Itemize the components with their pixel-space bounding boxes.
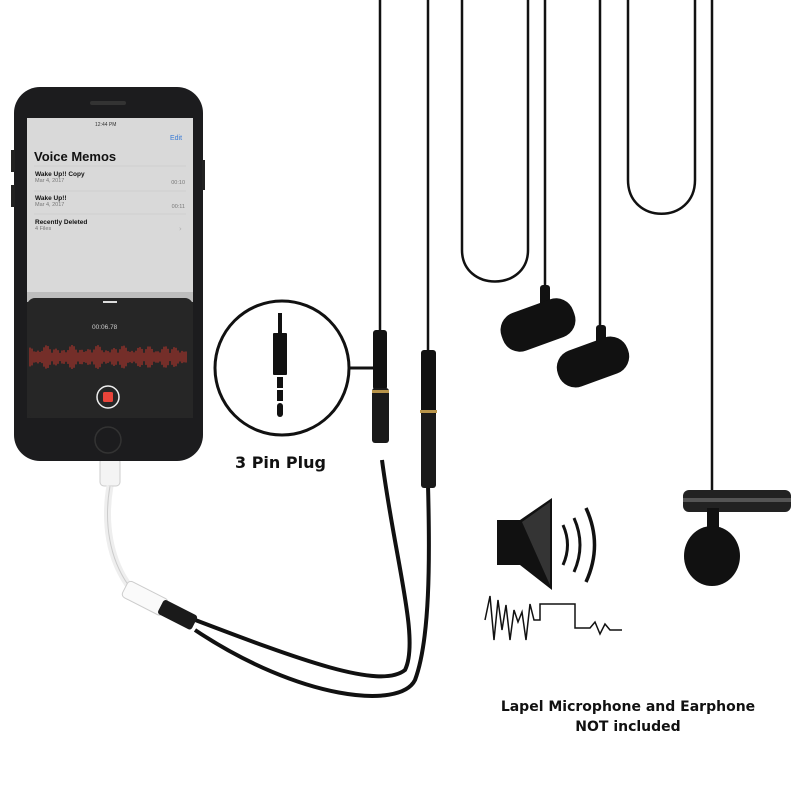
record-button[interactable] (96, 385, 120, 409)
page-title: Voice Memos (34, 149, 117, 164)
stop-icon (103, 392, 113, 402)
sound-wave-icon (484, 595, 622, 641)
edit-button[interactable]: Edit (170, 135, 183, 142)
memo-item[interactable]: Wake Up!! Copy Mar 4, 2017 00:10 (35, 171, 185, 186)
home-button (94, 426, 122, 454)
lightning-adapter (99, 457, 198, 630)
iphone: › (11, 87, 205, 461)
memo-item-recently-deleted[interactable]: Recently Deleted 4 Files (35, 219, 185, 232)
recording-timer: 00:06.78 (92, 324, 118, 331)
note-line-2: NOT included (575, 719, 681, 735)
memo-date: Mar 4, 2017 (35, 178, 65, 184)
waveform (29, 345, 187, 369)
plug-callout (213, 299, 373, 437)
svg-text:›: › (179, 225, 182, 233)
memo-name: Recently Deleted (35, 219, 88, 226)
speaker-icon (497, 498, 597, 590)
memo-date: 4 Files (35, 226, 52, 232)
memo-duration: 00:11 (171, 204, 185, 210)
splitter-jacks (372, 0, 437, 488)
pin-plug-caption: 3 Pin Plug (235, 453, 326, 472)
memo-name: Wake Up!! (35, 195, 67, 202)
memo-date: Mar 4, 2017 (35, 202, 65, 208)
note-line-1: Lapel Microphone and Earphone (500, 699, 756, 715)
status-bar-time: 12:44 PM (95, 122, 117, 128)
earbud-icon (500, 285, 630, 388)
memo-duration: 00:10 (171, 180, 185, 186)
memo-name: Wake Up!! Copy (35, 171, 85, 178)
memo-item[interactable]: Wake Up!! Mar 4, 2017 00:11 (35, 195, 185, 210)
splitter-cables (189, 459, 431, 698)
earphones (460, 0, 697, 330)
not-included-note: Lapel Microphone and Earphone NOT includ… (478, 697, 778, 737)
lapel-microphone (683, 0, 791, 586)
